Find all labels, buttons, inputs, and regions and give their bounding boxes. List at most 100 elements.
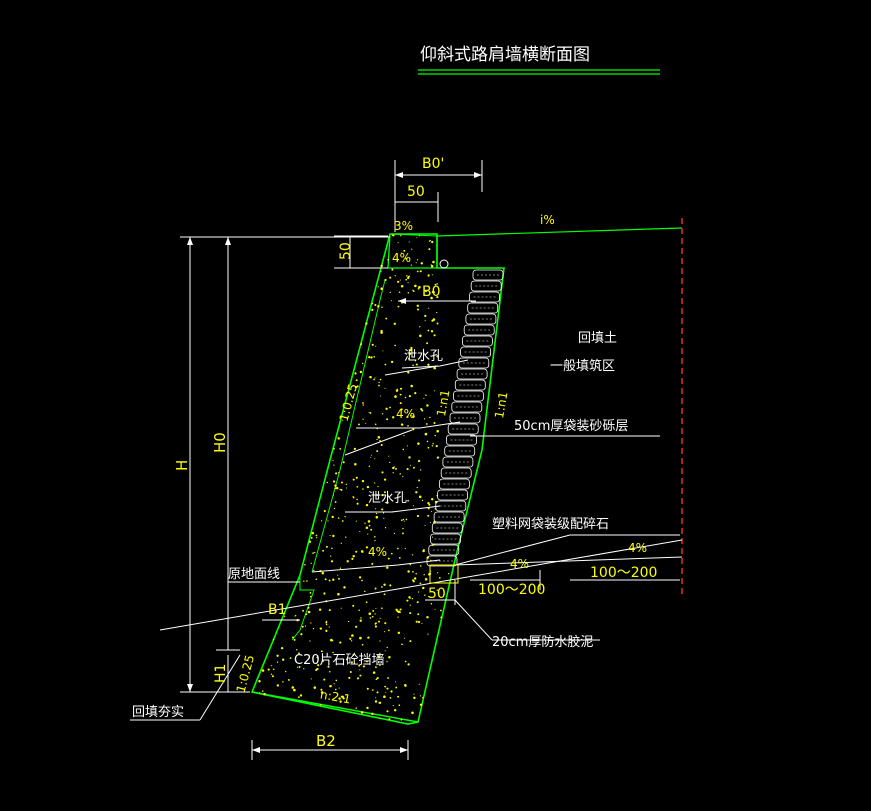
label-sand-layer: 50cm厚袋装砂砾层	[514, 419, 628, 434]
concrete-dot	[381, 413, 384, 415]
concrete-dot	[384, 363, 387, 366]
concrete-dot	[398, 704, 401, 707]
slope-batter-front: 1:0.25	[337, 382, 360, 423]
concrete-dot	[387, 258, 390, 261]
concrete-dot	[355, 707, 357, 709]
concrete-dot	[374, 536, 376, 538]
concrete-dot	[370, 456, 372, 458]
concrete-dot	[424, 524, 426, 527]
concrete-dot	[383, 695, 386, 698]
sandbag-block	[458, 357, 490, 369]
concrete-dot	[362, 402, 364, 404]
concrete-dot	[379, 664, 381, 667]
concrete-dot	[426, 404, 429, 407]
concrete-dot	[358, 609, 360, 611]
label-waterproof: 20cm厚防水胶泥	[492, 634, 593, 650]
concrete-dot	[422, 586, 425, 590]
sandbag-block	[453, 390, 484, 402]
concrete-dot	[427, 514, 430, 517]
concrete-dot	[415, 262, 417, 264]
concrete-dot	[315, 669, 318, 672]
concrete-dot	[368, 355, 371, 359]
concrete-dot	[375, 608, 377, 610]
concrete-dot	[412, 290, 415, 293]
concrete-dot	[431, 290, 435, 294]
concrete-dot	[380, 329, 383, 333]
concrete-dot	[352, 604, 355, 607]
concrete-dot	[419, 270, 422, 273]
concrete-dot	[381, 306, 383, 308]
concrete-dot	[430, 265, 434, 268]
concrete-dot	[399, 393, 402, 396]
concrete-dot	[412, 505, 414, 507]
concrete-dot	[272, 668, 275, 671]
concrete-dot	[424, 432, 428, 436]
concrete-dot	[298, 666, 301, 668]
concrete-dot	[430, 264, 432, 266]
concrete-dot	[436, 429, 439, 433]
concrete-dot	[403, 435, 405, 437]
concrete-dot	[307, 606, 310, 609]
concrete-dot	[389, 406, 391, 409]
concrete-dot	[426, 616, 429, 619]
concrete-dot	[374, 482, 376, 484]
concrete-dot	[415, 491, 418, 494]
concrete-dot	[333, 447, 335, 450]
concrete-dot	[410, 414, 412, 417]
concrete-dot	[396, 258, 399, 261]
concrete-dot	[413, 466, 415, 469]
concrete-dot	[432, 260, 435, 264]
concrete-dot	[434, 390, 436, 392]
concrete-dot	[380, 264, 383, 268]
concrete-dot	[436, 296, 439, 299]
concrete-dot	[409, 597, 411, 599]
concrete-dot	[339, 700, 342, 703]
concrete-dot	[368, 524, 371, 527]
sandbag-block	[456, 368, 488, 380]
concrete-dot	[426, 440, 429, 443]
concrete-dot	[365, 503, 369, 507]
concrete-dot	[377, 436, 381, 439]
concrete-dot	[362, 418, 364, 420]
concrete-dot	[349, 671, 352, 673]
concrete-dot	[427, 501, 430, 505]
concrete-dot	[420, 359, 423, 362]
concrete-dot	[298, 652, 300, 655]
concrete-dot	[409, 640, 412, 643]
concrete-dot	[397, 616, 399, 618]
concrete-dot	[320, 650, 323, 653]
concrete-dot	[337, 574, 339, 576]
concrete-dot	[412, 570, 414, 573]
concrete-dot	[397, 547, 399, 550]
concrete-dot	[428, 240, 431, 242]
sandbag-block	[444, 445, 476, 457]
concrete-dot	[395, 467, 397, 470]
concrete-dot	[376, 691, 379, 694]
concrete-dot	[334, 501, 337, 503]
concrete-dot	[431, 274, 433, 276]
concrete-dot	[434, 608, 436, 610]
concrete-dot	[436, 572, 439, 574]
concrete-dot	[297, 696, 300, 699]
concrete-dot	[346, 560, 349, 563]
concrete-dot	[378, 381, 380, 384]
concrete-dot	[369, 412, 372, 414]
concrete-dot	[423, 574, 425, 576]
concrete-dot	[364, 522, 366, 524]
concrete-dot	[332, 480, 336, 483]
concrete-dot	[396, 388, 399, 391]
wall-inner-face	[311, 279, 386, 573]
concrete-dot	[379, 395, 382, 397]
concrete-dot	[374, 303, 377, 307]
concrete-dot	[390, 300, 393, 302]
concrete-dot	[414, 284, 417, 288]
sandbag-block	[428, 544, 460, 556]
concrete-dot	[427, 446, 430, 449]
concrete-dot	[401, 532, 404, 535]
concrete-dot	[416, 270, 419, 273]
concrete-dot	[320, 688, 323, 691]
concrete-dot	[416, 601, 419, 604]
concrete-dot	[358, 423, 360, 426]
concrete-dot	[364, 590, 366, 593]
concrete-dot	[323, 678, 326, 681]
